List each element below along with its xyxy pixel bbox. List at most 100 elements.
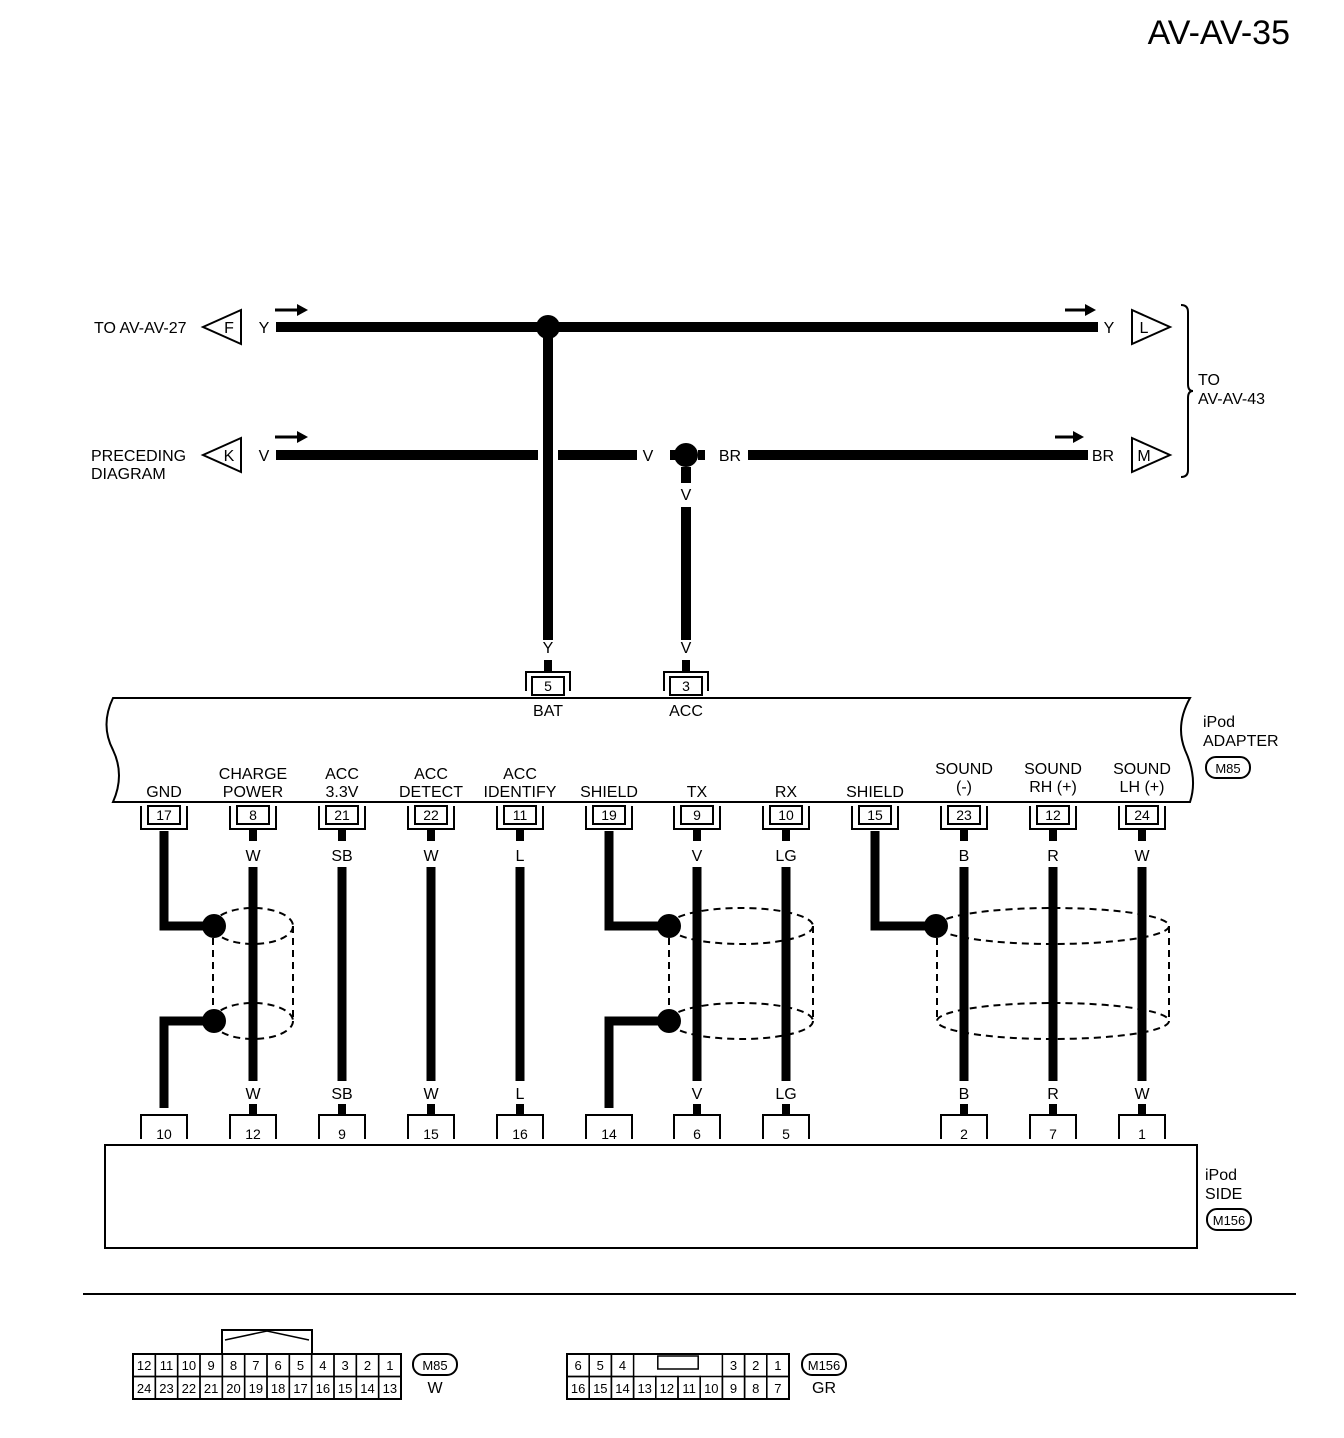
wire-color-label: W <box>245 1086 261 1103</box>
cavity-number: 6 <box>275 1358 282 1373</box>
terminal-outline <box>851 806 899 830</box>
cavity-number: 22 <box>182 1381 196 1396</box>
connector-badge-m156 <box>1206 1208 1252 1231</box>
brace-icon <box>1180 304 1194 478</box>
inline-connector-label: M <box>1137 448 1150 465</box>
pin-label: ACC <box>414 766 448 783</box>
cavity-number: 4 <box>319 1358 326 1373</box>
connector-id: M85 <box>1215 761 1240 776</box>
cavity-number: 20 <box>226 1381 240 1396</box>
ref-to-av-av-43: AV-AV-43 <box>1198 391 1265 408</box>
ground-wire <box>159 1016 203 1108</box>
pin-number: 7 <box>1049 1126 1057 1142</box>
pin-number: 10 <box>156 1126 172 1142</box>
terminal-outline <box>1118 1114 1166 1139</box>
ref-preceding-diagram: PRECEDING <box>91 448 186 465</box>
terminal-outline <box>673 1114 721 1139</box>
side-pin: 14 <box>585 1114 633 1142</box>
terminal-box <box>503 805 537 825</box>
terminal-outline <box>1029 1114 1077 1139</box>
cavity-number: 12 <box>660 1381 674 1396</box>
cavity-number: 4 <box>619 1358 626 1373</box>
cavity-number: 6 <box>574 1358 581 1373</box>
adapter-bottom-pin: 24 <box>1118 805 1166 830</box>
terminal-box <box>1036 805 1070 825</box>
inline-connector-k <box>200 436 242 474</box>
wire-color-label: V <box>681 487 692 504</box>
terminal-outline <box>140 1114 188 1139</box>
cavity-number: 5 <box>297 1358 304 1373</box>
side-pin: 10 <box>140 1114 188 1142</box>
connector-latch <box>221 1329 313 1354</box>
pin-number: 14 <box>601 1126 617 1142</box>
cavity-number: 3 <box>342 1358 349 1373</box>
cavity-number: 24 <box>137 1381 151 1396</box>
pin-label: 3.3V <box>326 784 359 801</box>
cavity-number: 21 <box>204 1381 218 1396</box>
adapter-bottom-pin: 22 <box>407 805 455 830</box>
junction-v <box>674 443 698 467</box>
shield-cylinder <box>212 907 294 1040</box>
connector-badge-m156 <box>801 1353 847 1376</box>
side-pin: 12 <box>229 1114 277 1142</box>
connector-key <box>657 1355 699 1370</box>
inline-connector-m <box>1131 436 1173 474</box>
wire-color-label: Y <box>543 640 554 657</box>
wire-color-label: W <box>423 1086 439 1103</box>
top-harness: F K L M Y Y V V BR BR V Y V TO AV-AV-27 … <box>91 304 1265 657</box>
pin-number: 12 <box>1045 807 1061 823</box>
pin-number: 21 <box>334 807 350 823</box>
adapter-name: ADAPTER <box>1203 733 1279 750</box>
pin-label: RH (+) <box>1029 779 1077 796</box>
ref-to-av-av-27: TO AV-AV-27 <box>94 320 187 337</box>
wire-color-label: V <box>692 848 703 865</box>
cavity-number: 8 <box>752 1381 759 1396</box>
pin-label: ACC <box>669 703 703 720</box>
pin-number: 22 <box>423 807 439 823</box>
pin-label: SOUND <box>1024 761 1082 778</box>
terminal-outline <box>318 1114 366 1139</box>
cavity-number: 14 <box>360 1381 374 1396</box>
cavity-number: 10 <box>182 1358 196 1373</box>
wire-color-label: LG <box>775 1086 796 1103</box>
cavity <box>377 1375 402 1400</box>
junction-shield <box>657 1009 681 1033</box>
ref-preceding-diagram: DIAGRAM <box>91 466 166 483</box>
cavity-number: 13 <box>383 1381 397 1396</box>
connector-color: W <box>427 1380 443 1397</box>
adapter-bottom-pin: 17 <box>140 805 188 830</box>
side-pin: 16 <box>496 1114 544 1142</box>
terminal-box <box>1125 805 1159 825</box>
wire-color-label: V <box>259 448 270 465</box>
terminal-outline <box>407 1114 455 1139</box>
side-pin: 2 <box>940 1114 988 1142</box>
side-pin: 6 <box>673 1114 721 1142</box>
adapter-bottom-pin: 10 <box>762 805 810 830</box>
adapter-bottom-pin: 15 <box>851 805 899 830</box>
shield-wire <box>604 831 658 931</box>
adapter-name: iPod <box>1203 714 1235 731</box>
cavity-number: 19 <box>249 1381 263 1396</box>
cavity-number: 11 <box>160 1358 174 1373</box>
terminal-box <box>769 805 803 825</box>
pin-number: 6 <box>693 1126 701 1142</box>
wire-color-label: L <box>516 1086 525 1103</box>
wire-color-label: V <box>681 640 692 657</box>
terminal-box <box>680 805 714 825</box>
side-pin: 1 <box>1118 1114 1166 1142</box>
cavity-number: 5 <box>597 1358 604 1373</box>
pin-label: DETECT <box>399 784 463 801</box>
terminal-box <box>147 805 181 825</box>
adapter-bottom-pin: 11 <box>496 805 544 830</box>
pin-number: 9 <box>693 807 701 823</box>
terminal-outline <box>140 806 188 830</box>
connector-id: M156 <box>808 1358 841 1373</box>
wire-color-label: L <box>516 848 525 865</box>
cavity-number: 9 <box>730 1381 737 1396</box>
wire-color-label: BR <box>719 448 741 465</box>
pin-label: BAT <box>533 703 563 720</box>
shield-wire <box>870 831 925 931</box>
